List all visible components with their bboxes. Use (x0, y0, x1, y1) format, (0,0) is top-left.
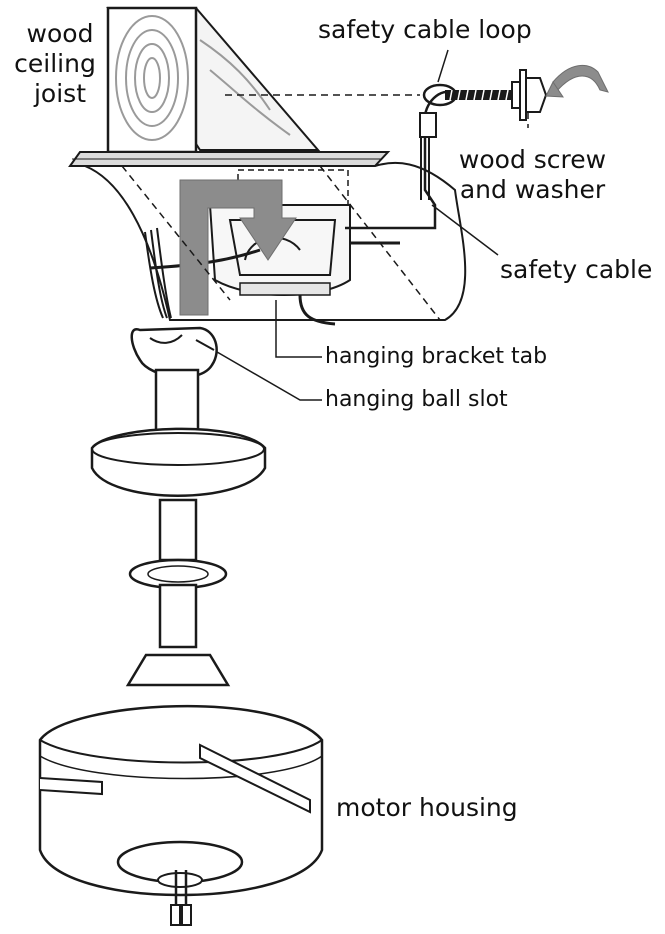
wire-bundle (144, 227, 172, 319)
wire-leads (170, 870, 192, 926)
label-joist-line3: joist (33, 79, 86, 108)
bent-down-arrow-icon (179, 179, 297, 316)
label-joist-line1: wood (26, 19, 94, 48)
lower-rod (128, 498, 228, 649)
leader-lines (204, 49, 499, 401)
canopy (90, 427, 267, 497)
downrod (154, 368, 200, 432)
wood-ceiling-joist (106, 6, 321, 154)
label-motor-housing: motor housing (336, 793, 518, 822)
motor-housing (38, 653, 324, 897)
hanging-bracket (149, 169, 400, 326)
safety-cable-assembly (345, 69, 548, 230)
label-safety-cable: safety cable (500, 255, 653, 284)
curved-arrow-icon (545, 64, 609, 98)
label-screw-line2: and washer (459, 175, 606, 204)
label-screw-line1: wood screw (458, 145, 607, 174)
label-hanging-bracket-tab: hanging bracket tab (325, 344, 548, 369)
label-hanging-ball-slot: hanging ball slot (325, 387, 508, 412)
label-safety-cable-loop: safety cable loop (318, 15, 532, 44)
label-joist-line2: ceiling (14, 49, 96, 78)
